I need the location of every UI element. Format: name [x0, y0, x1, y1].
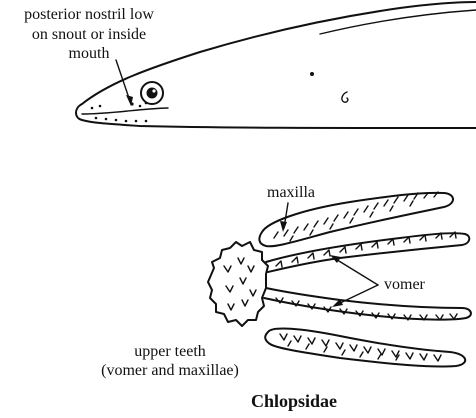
nostril-label-line-2: on snout or inside [32, 26, 146, 43]
vomer-upper-row-teeth [276, 232, 456, 267]
nostril-label-line-1: posterior nostril low [24, 6, 154, 23]
right-maxilla-outline [265, 329, 465, 367]
eel-gill-opening [342, 92, 348, 102]
vomer-head-outline [208, 242, 268, 326]
right-maxilla-teeth [280, 334, 441, 361]
vomer-head-teeth [224, 258, 256, 310]
eel-eye [141, 82, 163, 104]
eel-head-pore [310, 72, 314, 76]
vomer-upper-row-outline [266, 233, 469, 272]
maxilla-label: maxilla [267, 184, 315, 201]
figure-title: Chlopsidae [251, 391, 337, 411]
eel-mouth-line [82, 108, 168, 114]
maxilla-pointer-arrowhead [280, 221, 287, 232]
vomer-pointer-upper [334, 258, 378, 285]
nostril-label-line-3: mouth [69, 45, 110, 62]
upper-teeth-label-line-2: (vomer and maxillae) [101, 362, 239, 379]
vomer-label: vomer [384, 276, 426, 293]
eel-dorsal-fin-line [320, 10, 476, 34]
upper-teeth-label-line-1: upper teeth [134, 343, 206, 360]
eel-snout-outline [76, 104, 476, 128]
vomer-lower-row-teeth [276, 298, 457, 320]
upper-teeth-illustration [208, 192, 471, 367]
